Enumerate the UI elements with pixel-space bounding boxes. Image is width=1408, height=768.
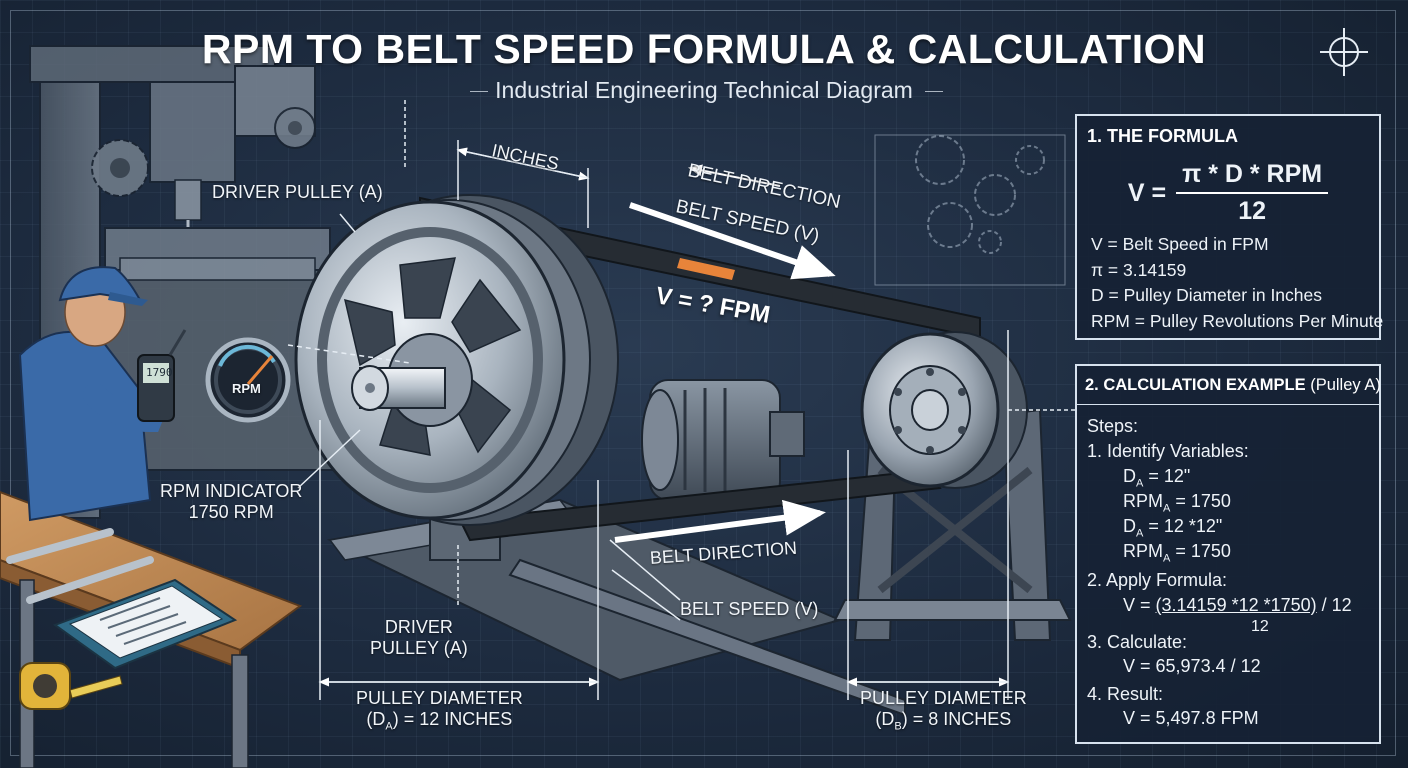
pulley-a-diameter-label: PULLEY DIAMETER (DA) = 12 INCHES xyxy=(356,688,523,733)
apply-denominator: 12 xyxy=(1251,618,1269,635)
diameter-b-sub: B xyxy=(894,720,902,733)
diameter-a-post: ) = 12 INCHES xyxy=(392,708,513,729)
formula-panel: 1. THE FORMULA V = π * D * RPM 12 V = Be… xyxy=(1075,114,1383,340)
formula-denominator: 12 xyxy=(1238,197,1267,225)
dimension-lines xyxy=(287,100,1075,700)
subtitle-rule-right xyxy=(925,91,943,92)
var-rpm2-value: = 1750 xyxy=(1170,541,1231,561)
electric-motor-icon xyxy=(641,379,805,501)
diameter-a-sub: A xyxy=(385,720,393,733)
definition-d: D = Pulley Diameter in Inches xyxy=(1091,285,1323,305)
definition-rpm: RPM = Pulley Revolutions Per Minute xyxy=(1091,310,1384,331)
step-1: 1. Identify Variables: xyxy=(1087,441,1249,461)
apply-formula: V = (3.14159 *12 *1750) / 12 xyxy=(1123,595,1352,616)
example-title-divider xyxy=(1077,404,1379,405)
clipboard-icon xyxy=(52,578,238,670)
diameter-a-pre: (D xyxy=(366,708,386,729)
var-rpm2-sub: A xyxy=(1163,552,1171,565)
rpm-indicator-label: RPM INDICATOR 1750 RPM xyxy=(160,481,302,522)
example-panel-title: 2. CALCULATION EXAMPLE (Pulley A) xyxy=(1085,376,1381,395)
apply-suffix: / 12 xyxy=(1316,595,1352,615)
gear-sketch xyxy=(874,134,1066,286)
diameter-b-post: ) = 8 INCHES xyxy=(901,708,1012,729)
wrench-icon xyxy=(6,528,154,604)
variable-rpm: RPMA = 1750 xyxy=(1123,491,1231,515)
meter-reading: 1790 xyxy=(146,366,173,379)
variable-d-repeat: DA = 12 *12" xyxy=(1123,516,1222,540)
crosshair-icon xyxy=(1320,28,1368,76)
apply-prefix: V = xyxy=(1123,595,1156,615)
driver-pulley-label-top: DRIVER PULLEY (A) xyxy=(212,182,383,202)
pulley-b-diameter-value: (DB) = 8 INCHES xyxy=(860,709,1027,733)
formula-panel-title: 1. THE FORMULA xyxy=(1087,126,1238,146)
variable-d: DA = 12" xyxy=(1123,466,1190,490)
definition-pi: π = 3.14159 xyxy=(1091,259,1187,280)
result: V = 5,497.8 FPM xyxy=(1123,708,1259,728)
rpm-indicator-title: RPM INDICATOR xyxy=(160,481,303,501)
formula: V = π * D * RPM 12 xyxy=(1077,160,1379,226)
step-2: 2. Apply Formula: xyxy=(1087,570,1228,590)
steps-label: Steps: xyxy=(1087,416,1139,436)
driver-pulley-line1: DRIVER xyxy=(384,617,453,637)
driver-pulley xyxy=(294,194,619,526)
step-3: 3. Calculate: xyxy=(1087,632,1188,652)
var-d2-label: D xyxy=(1123,516,1136,536)
var-rpm2-label: RPM xyxy=(1123,541,1163,561)
formula-numerator: π * D * RPM xyxy=(1176,160,1329,194)
pulley-a-diameter-value: (DA) = 12 INCHES xyxy=(356,709,523,733)
page-subtitle: Industrial Engineering Technical Diagram xyxy=(495,77,913,103)
driver-pulley-line2: PULLEY (A) xyxy=(370,637,468,658)
var-d-value: = 12" xyxy=(1143,466,1191,486)
page-title: RPM TO BELT SPEED FORMULA & CALCULATION xyxy=(201,26,1207,72)
apply-numerator: (3.14159 *12 *1750) xyxy=(1155,595,1317,615)
diameter-b-pre: (D xyxy=(875,708,895,729)
var-d-sub: A xyxy=(1136,477,1144,490)
formula-definitions: V = Belt Speed in FPM π = 3.14159 D = Pu… xyxy=(1091,232,1383,334)
var-d-label: D xyxy=(1123,466,1136,486)
gauge-icon xyxy=(205,337,291,423)
pulley-b-diameter-title: PULLEY DIAMETER xyxy=(860,688,1027,708)
rpm-indicator-value: 1750 RPM xyxy=(188,501,274,522)
formula-lhs: V = xyxy=(1127,178,1167,207)
var-rpm-value: = 1750 xyxy=(1170,491,1231,511)
tape-measure-icon xyxy=(19,662,123,710)
driver-pulley-label-bottom: DRIVER PULLEY (A) xyxy=(370,617,468,658)
calculation: V = 65,973.4 / 12 xyxy=(1123,656,1261,676)
belt-speed-label-bottom: BELT SPEED (V) xyxy=(680,599,819,619)
variable-rpm-repeat: RPMA = 1750 xyxy=(1123,541,1231,565)
var-rpm-sub: A xyxy=(1163,502,1171,515)
definition-v: V = Belt Speed in FPM xyxy=(1091,234,1269,254)
example-title-main: 2. CALCULATION EXAMPLE xyxy=(1085,376,1306,394)
belt-direction-arrows xyxy=(614,164,836,543)
example-panel: 2. CALCULATION EXAMPLE (Pulley A) Steps:… xyxy=(1075,364,1381,744)
subtitle-rule-left xyxy=(470,91,488,92)
pulley-b-diameter-label: PULLEY DIAMETER (DB) = 8 INCHES xyxy=(860,688,1027,733)
step-4: 4. Result: xyxy=(1087,684,1164,704)
driven-pulley xyxy=(860,331,1028,489)
var-d2-value: = 12 *12" xyxy=(1143,516,1223,536)
gauge-label: RPM xyxy=(232,381,261,396)
var-rpm-label: RPM xyxy=(1123,491,1163,511)
technician xyxy=(18,266,187,522)
var-d2-sub: A xyxy=(1136,527,1144,540)
pulley-a-diameter-title: PULLEY DIAMETER xyxy=(356,688,523,708)
example-title-paren: (Pulley A) xyxy=(1310,376,1381,394)
formula-fraction: π * D * RPM 12 xyxy=(1176,160,1329,226)
blueprint-frame xyxy=(10,10,1396,756)
gear-icon xyxy=(91,107,316,197)
